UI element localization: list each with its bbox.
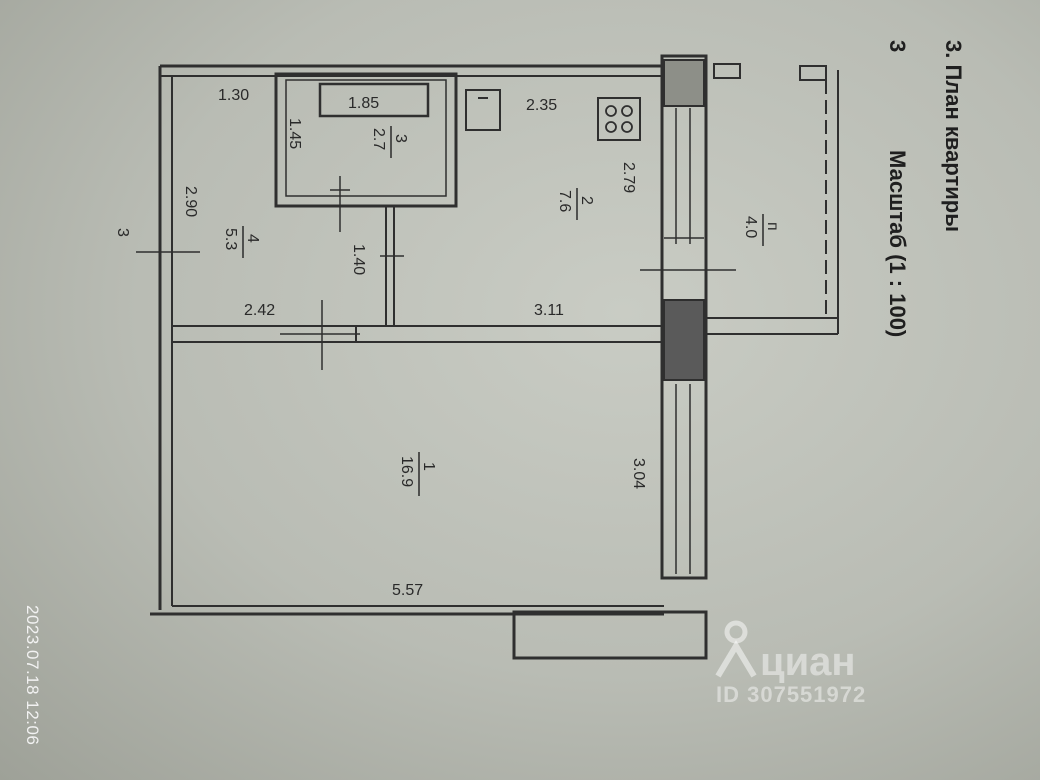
section-mark: 3 (114, 228, 131, 237)
svg-text:2: 2 (578, 196, 595, 205)
dimension-label: 2.35 (526, 97, 557, 114)
bathtub (318, 82, 430, 118)
svg-text:4: 4 (244, 234, 261, 243)
dimension-label: 2.79 (620, 162, 637, 193)
dimension-label: 1.30 (218, 87, 249, 104)
dimension-label: 2.42 (244, 302, 275, 319)
balcony-outline (706, 63, 839, 335)
balcony-label: п 4.0 (742, 214, 781, 246)
cian-logo-icon (715, 620, 757, 678)
svg-text:2.7: 2.7 (370, 128, 387, 150)
dimension-label: 1.45 (286, 118, 303, 149)
dimension-label: 5.57 (392, 582, 423, 599)
watermark-listing-id: ID 307551972 (716, 682, 867, 707)
room-2-label: 2 7.6 (556, 188, 595, 220)
bathroom-walls (274, 72, 458, 208)
svg-text:4.0: 4.0 (742, 216, 759, 238)
dimension-label: 1.40 (350, 244, 367, 275)
photo-timestamp: 2023.07.18 12:06 (23, 605, 42, 746)
svg-text:7.6: 7.6 (556, 190, 573, 212)
wall-block (512, 610, 708, 660)
svg-text:5.3: 5.3 (222, 228, 239, 250)
svg-text:1: 1 (420, 462, 437, 471)
dimension-label: 2.90 (182, 186, 199, 217)
watermark-brand: циан (760, 640, 856, 684)
room-3-label: 3 2.7 (370, 126, 409, 158)
dimension-label: 1.85 (348, 95, 379, 112)
room-4-label: 4 5.3 (222, 226, 261, 258)
room-1-label: 1 16.9 (398, 452, 437, 496)
plan-scale: Масштаб (1 : 100) (885, 150, 910, 337)
dimension-label: 3.04 (630, 458, 647, 489)
svg-text:3: 3 (392, 134, 409, 143)
svg-text:п: п (764, 222, 781, 231)
kitchen-sink (465, 89, 501, 131)
svg-text:16.9: 16.9 (398, 456, 415, 487)
dimension-label: 3.11 (534, 302, 564, 319)
stove-icon (597, 97, 641, 141)
plan-heading: 3. План квартиры (941, 40, 966, 232)
sheet-number: 3 (885, 40, 910, 52)
